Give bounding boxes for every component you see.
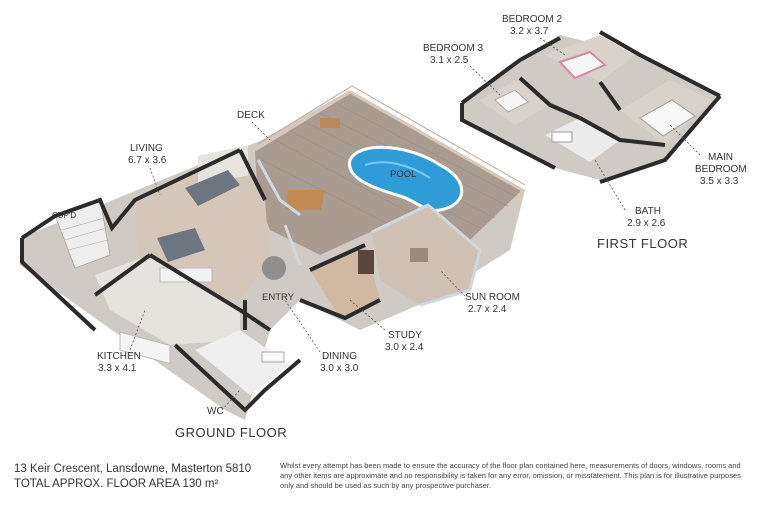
pool-label: POOL bbox=[390, 169, 416, 180]
kitchen-label: KITCHEN bbox=[97, 351, 141, 362]
living-rug bbox=[198, 145, 248, 186]
dining-label: DINING bbox=[322, 351, 357, 362]
study-dims: 3.0 x 2.4 bbox=[385, 342, 424, 353]
ground-glazing bbox=[256, 159, 482, 307]
sunroom-table bbox=[410, 248, 428, 262]
living-floor bbox=[135, 150, 270, 300]
bed-3 bbox=[494, 89, 529, 113]
bedroom3-label: BEDROOM 3 bbox=[423, 43, 483, 54]
ground-walls bbox=[20, 148, 381, 413]
deck-table bbox=[284, 190, 325, 210]
first-walls bbox=[460, 30, 722, 184]
bath-floor bbox=[545, 118, 620, 162]
bedroom2-dims: 3.2 x 3.7 bbox=[510, 26, 549, 37]
bed-2 bbox=[558, 50, 607, 80]
cupd-label: CUP'D bbox=[52, 211, 76, 220]
sunroom-label: SUN ROOM bbox=[465, 292, 520, 303]
bath-label: BATH bbox=[635, 206, 661, 217]
wc-label: WC bbox=[207, 406, 224, 417]
total-area: TOTAL APPROX. FLOOR AREA 130 m² bbox=[14, 478, 219, 490]
first-floor-title: FIRST FLOOR bbox=[597, 236, 688, 251]
entry-label: ENTRY bbox=[262, 292, 295, 303]
sofa-2 bbox=[157, 228, 205, 262]
ground-floor-title: GROUND FLOOR bbox=[175, 425, 287, 440]
living-label: LIVING bbox=[130, 143, 163, 154]
study-label: STUDY bbox=[388, 330, 422, 341]
study-shelf bbox=[358, 250, 374, 274]
kitchen-cabinets bbox=[119, 331, 171, 365]
vanity bbox=[261, 351, 285, 363]
main-bedroom-label-1: MAIN bbox=[708, 152, 733, 163]
bedroom3-dims: 3.1 x 2.5 bbox=[430, 55, 469, 66]
address: 13 Keir Crescent, Lansdowne, Masterton 5… bbox=[14, 463, 252, 475]
sunroom-dims: 2.7 x 2.4 bbox=[468, 304, 507, 315]
main-bed bbox=[639, 99, 696, 137]
bedroom2-label: BEDROOM 2 bbox=[502, 14, 562, 25]
bath-vanity bbox=[551, 131, 573, 143]
first-floor-plan bbox=[460, 30, 722, 184]
property-info: 13 Keir Crescent, Lansdowne, Masterton 5… bbox=[14, 462, 251, 492]
kitchen-dims: 3.3 x 4.1 bbox=[98, 363, 137, 374]
deck-railing bbox=[254, 90, 524, 216]
main-bedroom-label-2: BEDROOM bbox=[695, 164, 747, 175]
wc-floor bbox=[195, 330, 290, 395]
disclaimer: Whilst every attempt has been made to en… bbox=[280, 461, 741, 490]
sofa bbox=[185, 170, 240, 206]
dining-dims: 3.0 x 3.0 bbox=[320, 363, 359, 374]
dining-table bbox=[262, 256, 286, 280]
living-dims: 6.7 x 3.6 bbox=[128, 155, 167, 166]
ground-floor-plan bbox=[20, 85, 526, 420]
deck-bench bbox=[320, 118, 340, 128]
deck-label: DECK bbox=[237, 110, 265, 121]
kitchen-floor bbox=[95, 255, 240, 345]
main-bedroom-dims: 3.5 x 3.3 bbox=[700, 176, 739, 187]
bath-dims: 2.9 x 2.6 bbox=[627, 218, 666, 229]
